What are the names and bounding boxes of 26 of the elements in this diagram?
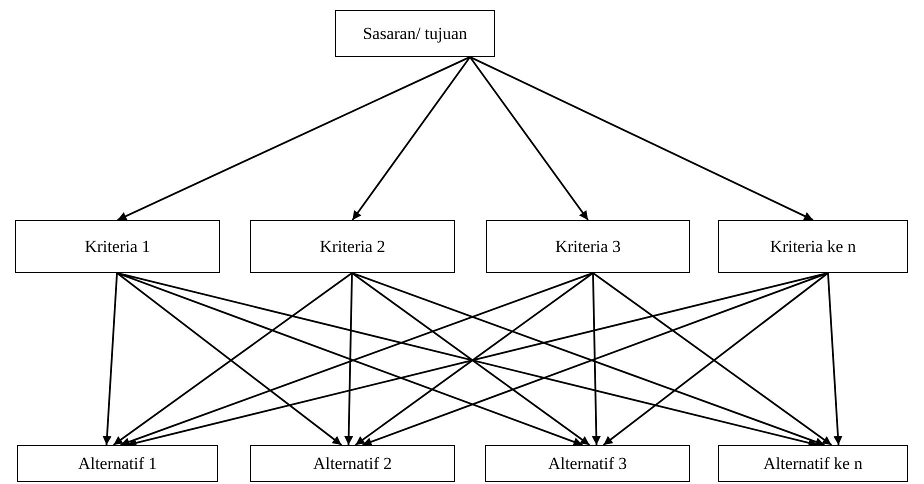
goal-box — [335, 10, 495, 57]
arrow — [592, 272, 601, 446]
arrow — [102, 272, 118, 446]
node-label: Kriteria ke n — [770, 236, 856, 256]
criteria-box — [250, 220, 455, 273]
node-label: Alternatif 2 — [313, 454, 392, 474]
node-label: Sasaran/ tujuan — [362, 24, 468, 44]
arrow — [344, 272, 354, 446]
node-label: Alternatif ke n — [763, 454, 863, 474]
arrow — [117, 56, 470, 221]
node-label: Kriteria 2 — [320, 236, 386, 256]
criteria-box — [718, 220, 908, 273]
arrow — [469, 56, 589, 221]
node-label: Alternatif 1 — [78, 454, 157, 474]
arrow — [827, 272, 842, 446]
criteria-box — [15, 220, 220, 273]
node-label: Alternatif 3 — [548, 454, 627, 474]
arrow — [352, 56, 471, 221]
node-label: Kriteria 3 — [555, 236, 621, 256]
alternative-box — [718, 445, 908, 482]
alternative-box — [485, 445, 690, 482]
criteria-box — [486, 220, 690, 273]
alternative-box — [17, 445, 218, 482]
arrow — [470, 56, 814, 221]
node-label: Kriteria 1 — [84, 236, 150, 256]
alternative-box — [250, 445, 455, 482]
